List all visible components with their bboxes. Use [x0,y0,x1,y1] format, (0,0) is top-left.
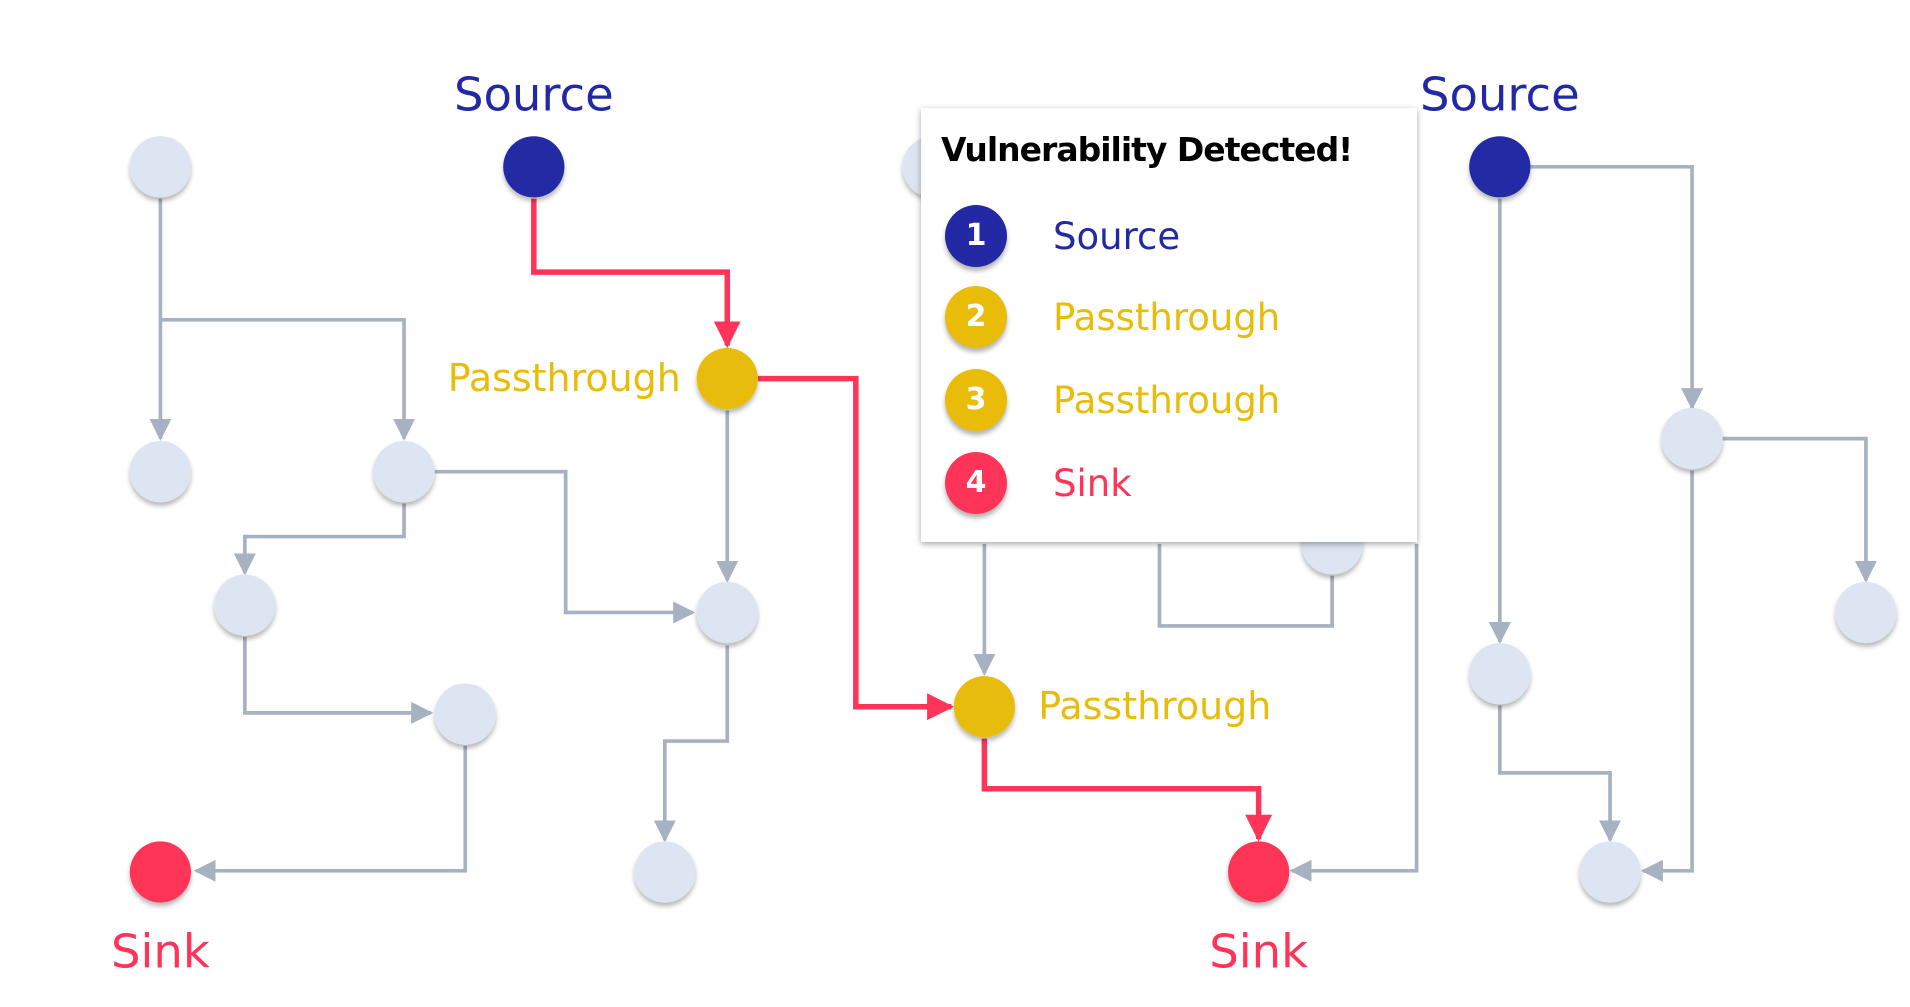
sink-node[interactable] [129,841,191,903]
edge [1498,705,1622,843]
edge [1530,164,1704,411]
node[interactable] [129,136,191,198]
step-label: Sink [1053,462,1132,505]
taint-edge-passthrough-to-sink [981,738,1273,842]
popup-step-source[interactable]: 1 Source [945,205,1405,267]
source-node[interactable] [503,136,565,198]
node[interactable] [1835,581,1897,644]
step-number-badge: 1 [945,205,1007,267]
edges [149,164,1877,882]
edge [193,745,468,882]
node[interactable] [434,683,496,745]
popup-step-sink[interactable]: 4 Sink [945,452,1405,514]
popup-step-passthrough[interactable]: 3 Passthrough [945,369,1405,431]
edge [243,636,434,724]
edge [160,318,416,441]
taint-path [531,198,1273,842]
passthrough-node[interactable] [953,676,1015,738]
step-label: Passthrough [1053,379,1281,422]
sink-node[interactable] [1228,841,1290,903]
node-labels: Source Source Passthrough Passthrough Si… [111,67,1580,978]
node[interactable] [214,574,276,636]
popup-step-passthrough[interactable]: 2 Passthrough [945,286,1405,348]
source-node[interactable] [1469,136,1531,198]
step-number-badge: 4 [945,452,1007,514]
source-label: Source [454,67,614,121]
edge [1289,543,1419,882]
step-label: Passthrough [1053,296,1281,339]
sink-label: Sink [1209,925,1308,979]
node[interactable] [373,441,435,503]
taint-edge-passthrough-to-passthrough [757,375,955,721]
node[interactable] [634,841,696,903]
step-label: Source [1053,215,1181,258]
node[interactable] [1469,643,1531,705]
node[interactable] [1579,841,1641,903]
node[interactable] [1661,408,1723,470]
node[interactable] [696,581,758,644]
edge [434,469,696,624]
edge [653,645,730,843]
edge [1157,543,1334,628]
node[interactable] [129,441,191,503]
edge [1640,470,1694,882]
taint-edge-source-to-passthrough [531,198,741,349]
passthrough-node[interactable] [696,348,758,410]
nodes [129,136,1897,903]
passthrough-label: Passthrough [448,356,681,400]
source-label: Source [1420,67,1580,121]
sink-label: Sink [111,925,210,979]
passthrough-label: Passthrough [1038,684,1271,728]
edge [1722,436,1877,583]
edge [233,503,406,576]
vulnerability-popup: Vulnerability Detected! 1 Source 2 Passt… [921,108,1417,542]
step-number-badge: 3 [945,369,1007,431]
step-number-badge: 2 [945,286,1007,348]
popup-title: Vulnerability Detected! [941,130,1353,169]
